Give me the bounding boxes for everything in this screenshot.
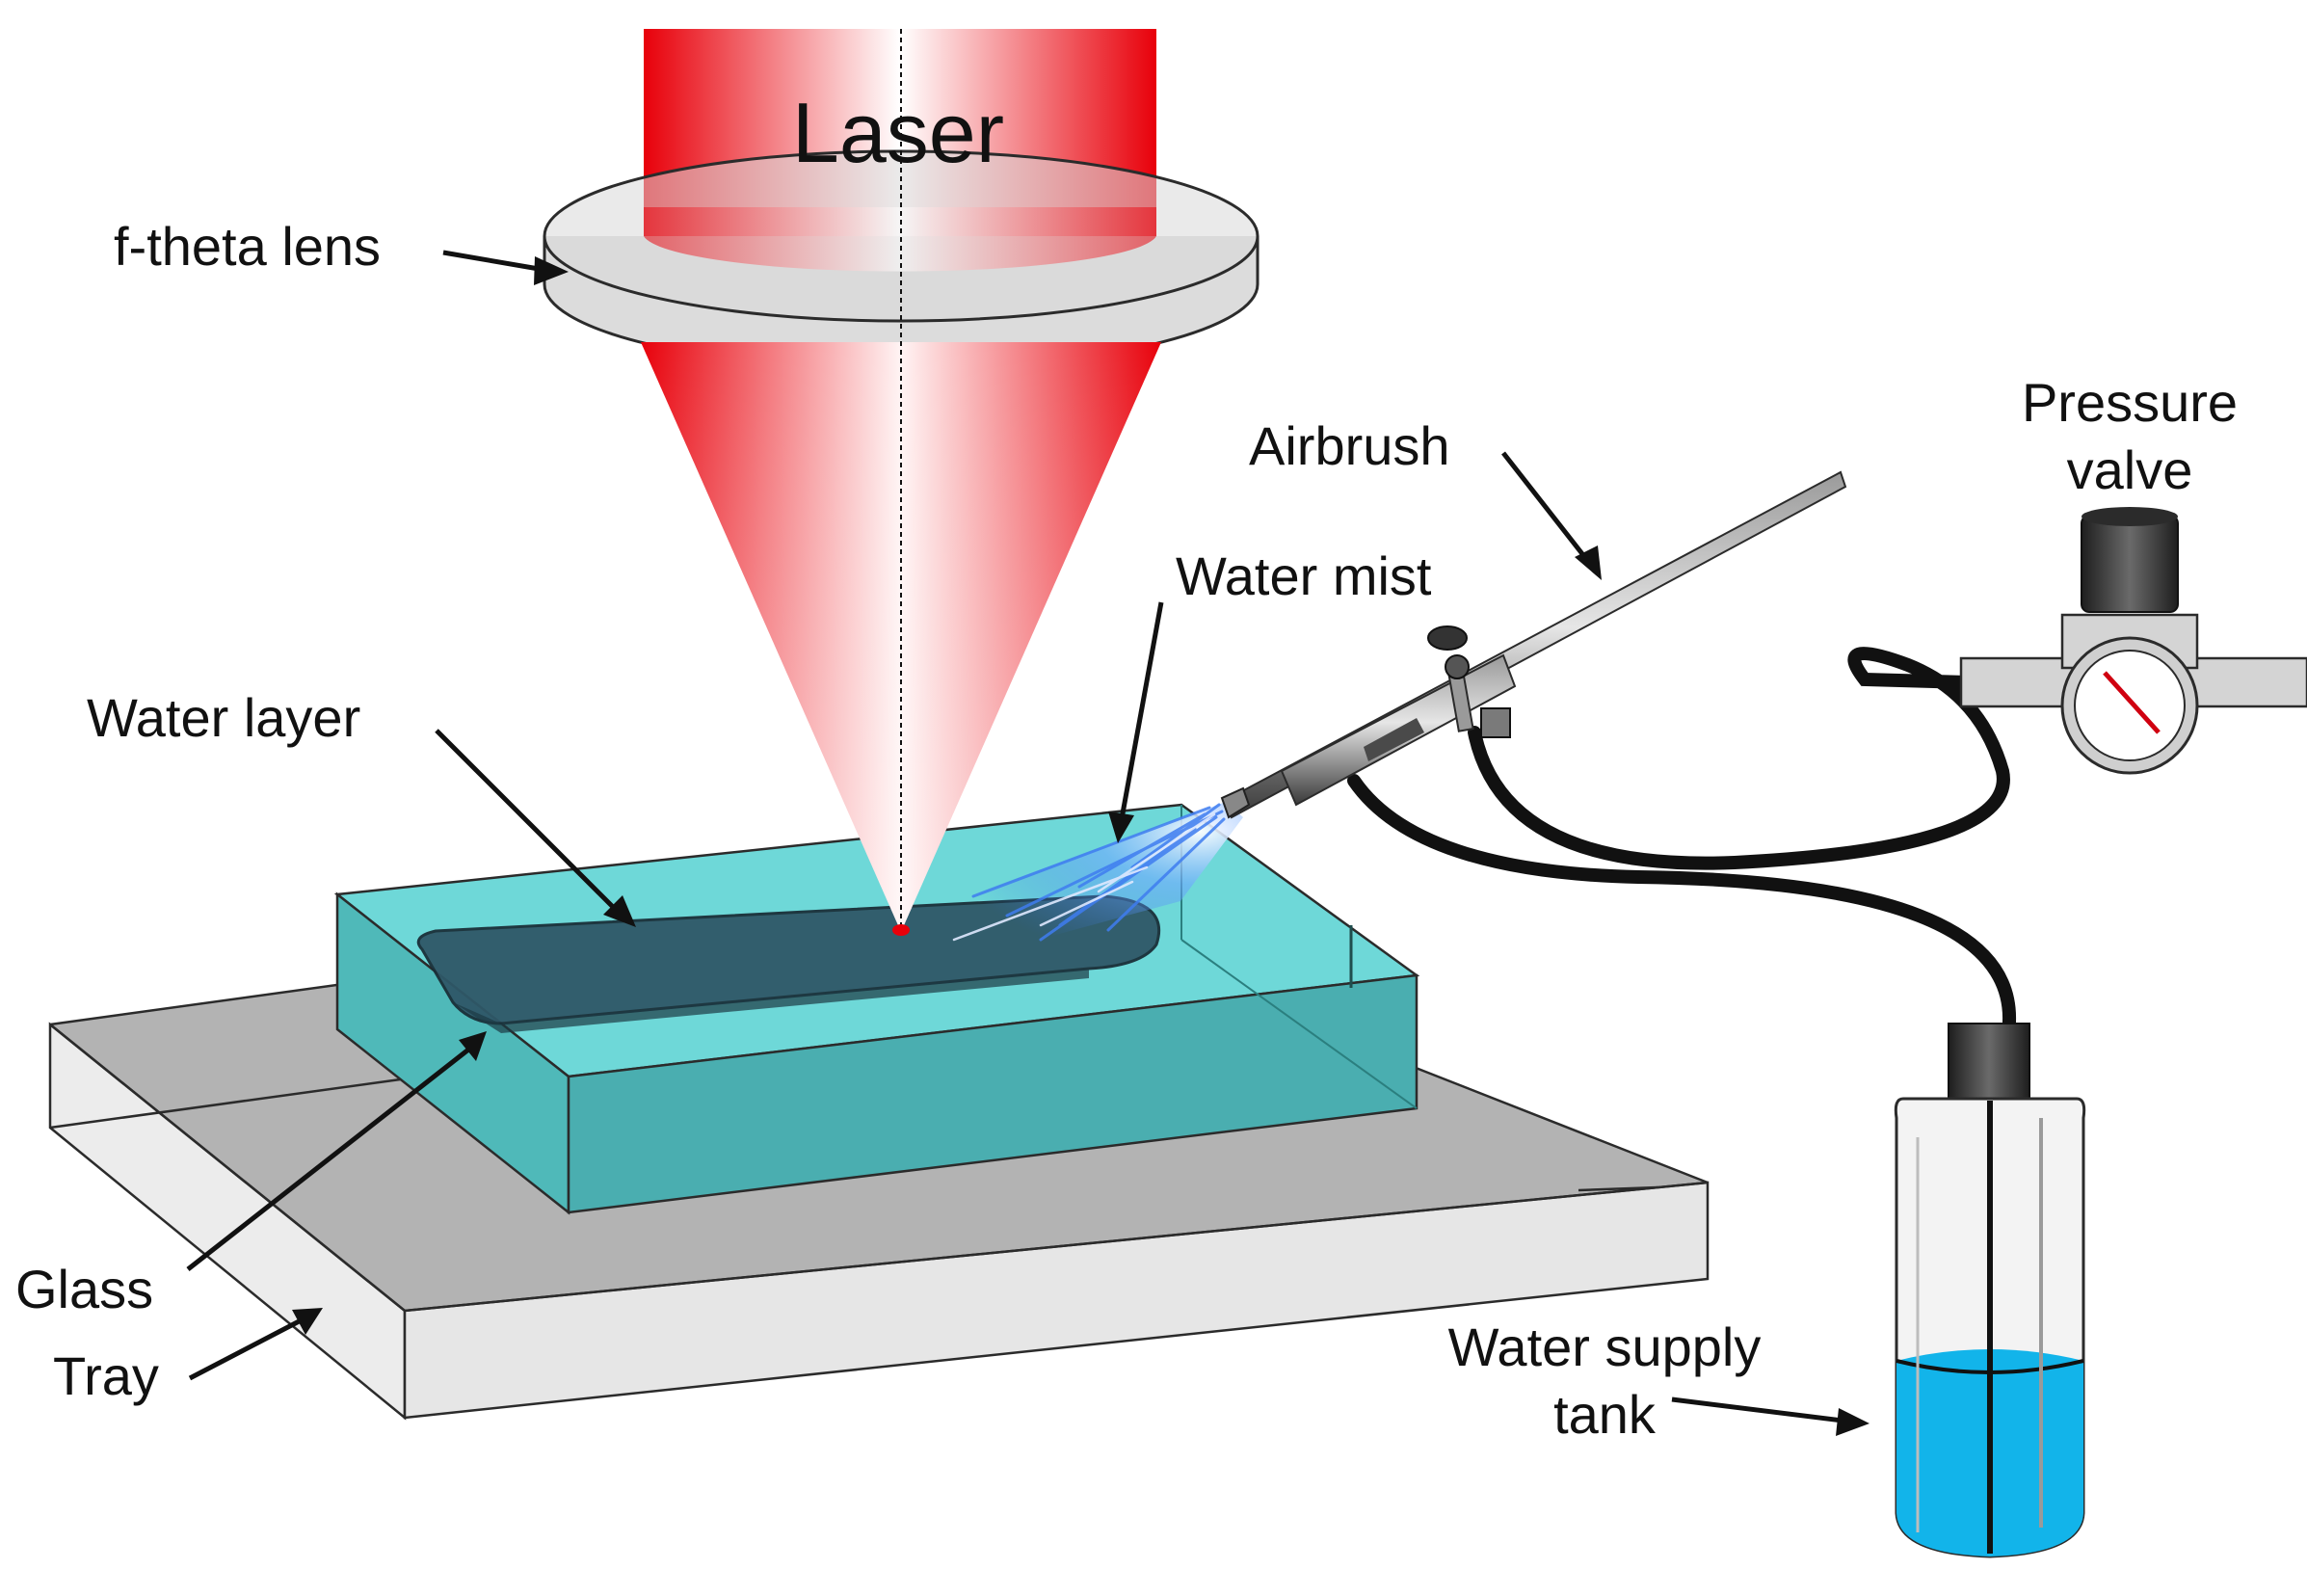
- water-supply-label-line1: Water supply: [1448, 1317, 1762, 1377]
- tray-label: Tray: [53, 1345, 159, 1406]
- water-layer-channel: [416, 894, 1161, 1033]
- airbrush-label: Airbrush: [1249, 415, 1450, 476]
- water-supply-tank: [1894, 1023, 2086, 1558]
- airbrush: [1220, 470, 1847, 819]
- water-mist-spray: [952, 802, 1243, 949]
- pressure-valve: [1959, 507, 2307, 775]
- leader-arrows: [186, 250, 1869, 1436]
- glass-label: Glass: [15, 1259, 153, 1319]
- water-supply-label-line2: tank: [1553, 1384, 1657, 1445]
- laser-focus-cone: [641, 29, 1161, 936]
- pressure-valve-label-line2: valve: [2067, 439, 2193, 500]
- laser-label: Laser: [792, 85, 1004, 180]
- pressure-valve-label-line1: Pressure: [2022, 372, 2238, 433]
- f-theta-lens-label: f-theta lens: [114, 216, 381, 277]
- water-layer-label: Water layer: [87, 687, 360, 748]
- water-mist-label: Water mist: [1176, 545, 1432, 606]
